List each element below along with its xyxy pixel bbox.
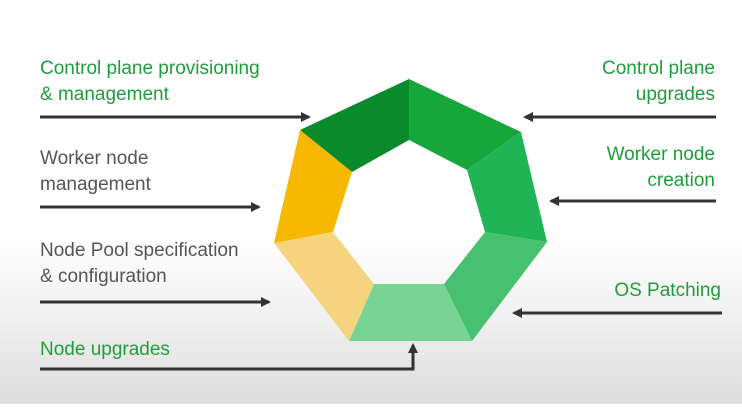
- segment-right-lower: [444, 232, 547, 341]
- label-control-plane-upgrades: Control plane upgrades: [602, 56, 715, 108]
- label-worker-node-creation: Worker node creation: [607, 142, 715, 194]
- segment-right-upper: [467, 132, 547, 242]
- label-control-plane-provisioning: Control plane provisioning & management: [40, 56, 260, 108]
- label-line: upgrades: [635, 84, 715, 105]
- label-line: management: [40, 174, 151, 195]
- segment-top-right: [409, 79, 521, 170]
- label-line: Control plane provisioning: [40, 58, 260, 79]
- label-line: Node Pool specification: [40, 240, 239, 261]
- label-line: creation: [647, 170, 715, 191]
- label-worker-node-management: Worker node management: [40, 146, 151, 198]
- segment-top-left: [300, 79, 409, 172]
- segment-bottom: [349, 284, 472, 341]
- label-line: OS Patching: [614, 280, 721, 301]
- label-line: Control plane: [601, 58, 715, 79]
- label-line: Node upgrades: [40, 339, 170, 360]
- label-line: Worker node: [40, 148, 149, 169]
- label-line: & management: [40, 84, 169, 105]
- label-os-patching: OS Patching: [614, 278, 721, 304]
- label-node-upgrades: Node upgrades: [40, 337, 170, 363]
- segment-left-upper: [274, 130, 352, 243]
- segment-left-lower: [274, 232, 374, 341]
- label-line: Worker node: [606, 144, 715, 165]
- label-node-pool-spec: Node Pool specification & configuration: [40, 238, 239, 290]
- label-line: & configuration: [40, 266, 167, 287]
- arrow-node-upgrades: [40, 343, 418, 371]
